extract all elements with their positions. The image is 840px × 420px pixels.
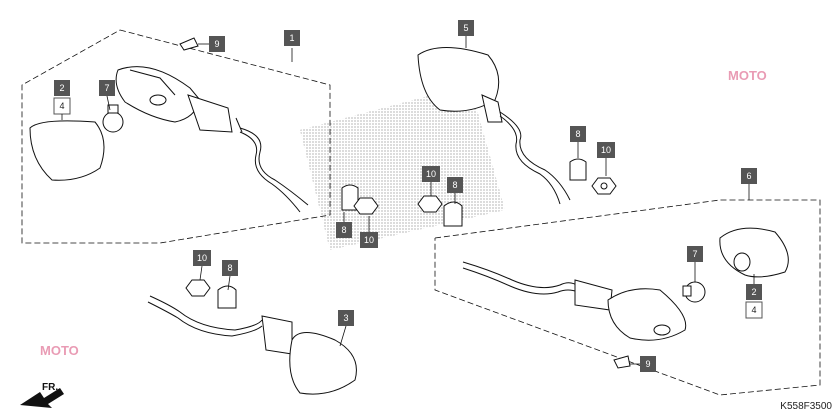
svg-text:9: 9	[645, 359, 650, 369]
svg-text:8: 8	[575, 129, 580, 139]
callout-9-rear: 9	[630, 356, 656, 372]
svg-text:3: 3	[343, 313, 348, 323]
bulb-rear-right	[682, 281, 706, 303]
screw-rear-right	[613, 355, 631, 369]
svg-text:7: 7	[104, 83, 109, 93]
callout-10-bottom-left: 10	[193, 250, 211, 281]
callout-8-bottom-left: 8	[222, 260, 238, 291]
screw-front-left	[179, 37, 199, 51]
callout-10-middle-right: 10	[422, 166, 440, 196]
svg-text:4: 4	[751, 305, 756, 315]
callout-7-front: 7	[99, 80, 115, 111]
winker-assembly-front-right	[417, 47, 571, 205]
svg-text:2: 2	[59, 83, 64, 93]
winker-assembly-rear-right	[462, 227, 789, 341]
grommet-top-right	[569, 158, 587, 181]
bulb-front-left	[102, 104, 124, 133]
svg-text:8: 8	[452, 180, 457, 190]
region-outline-front-left	[21, 29, 331, 244]
callout-8-middle-right: 8	[447, 177, 463, 204]
svg-text:8: 8	[341, 225, 346, 235]
watermark-logo-left: MOTO	[40, 343, 79, 358]
svg-text:10: 10	[426, 169, 436, 179]
callout-4-front: 4	[53, 97, 71, 120]
callout-6: 6	[741, 168, 757, 200]
svg-text:7: 7	[692, 249, 697, 259]
lens-front-left	[29, 120, 105, 181]
svg-text:FR.: FR.	[42, 382, 58, 393]
lens-rear-right	[719, 227, 789, 278]
svg-text:MOTO: MOTO	[40, 343, 79, 358]
callout-1: 1	[284, 30, 300, 62]
svg-text:9: 9	[214, 39, 219, 49]
nut-bottom-left	[185, 279, 211, 297]
svg-text:MOTO: MOTO	[728, 68, 767, 83]
callout-4-rear: 4	[745, 301, 763, 319]
front-direction-arrow: FR.	[20, 382, 64, 408]
callout-2-front: 2	[54, 80, 70, 96]
nut-middle-right	[417, 195, 443, 213]
nut-top-right	[591, 177, 617, 195]
background-logo	[300, 85, 505, 250]
svg-text:8: 8	[227, 263, 232, 273]
diagram-code: K558F3500	[780, 401, 832, 412]
nut-middle-left	[353, 197, 379, 215]
callout-2-rear: 2	[746, 274, 762, 300]
winker-assembly-front-left	[29, 66, 309, 213]
callout-8-top-right: 8	[570, 126, 586, 158]
grommet-bottom-left	[217, 285, 237, 309]
callout-10-middle-left: 10	[360, 216, 378, 248]
winker-assembly-rear-left	[147, 295, 357, 395]
svg-text:10: 10	[364, 235, 374, 245]
callout-10-top-right: 10	[597, 142, 615, 176]
svg-text:4: 4	[59, 101, 64, 111]
region-outline-rear-right	[434, 199, 821, 396]
svg-text:2: 2	[751, 287, 756, 297]
callout-8-middle-left: 8	[336, 212, 352, 238]
svg-text:6: 6	[746, 171, 751, 181]
callout-3: 3	[338, 310, 354, 347]
callout-9-front: 9	[198, 36, 225, 52]
svg-text:10: 10	[601, 145, 611, 155]
watermark-logo-top: MOTO	[728, 68, 767, 83]
grommet-middle-right	[443, 201, 463, 227]
svg-text:10: 10	[197, 253, 207, 263]
callout-7-rear: 7	[687, 246, 703, 282]
svg-text:1: 1	[289, 33, 294, 43]
callout-5: 5	[458, 20, 474, 48]
svg-text:5: 5	[463, 23, 468, 33]
